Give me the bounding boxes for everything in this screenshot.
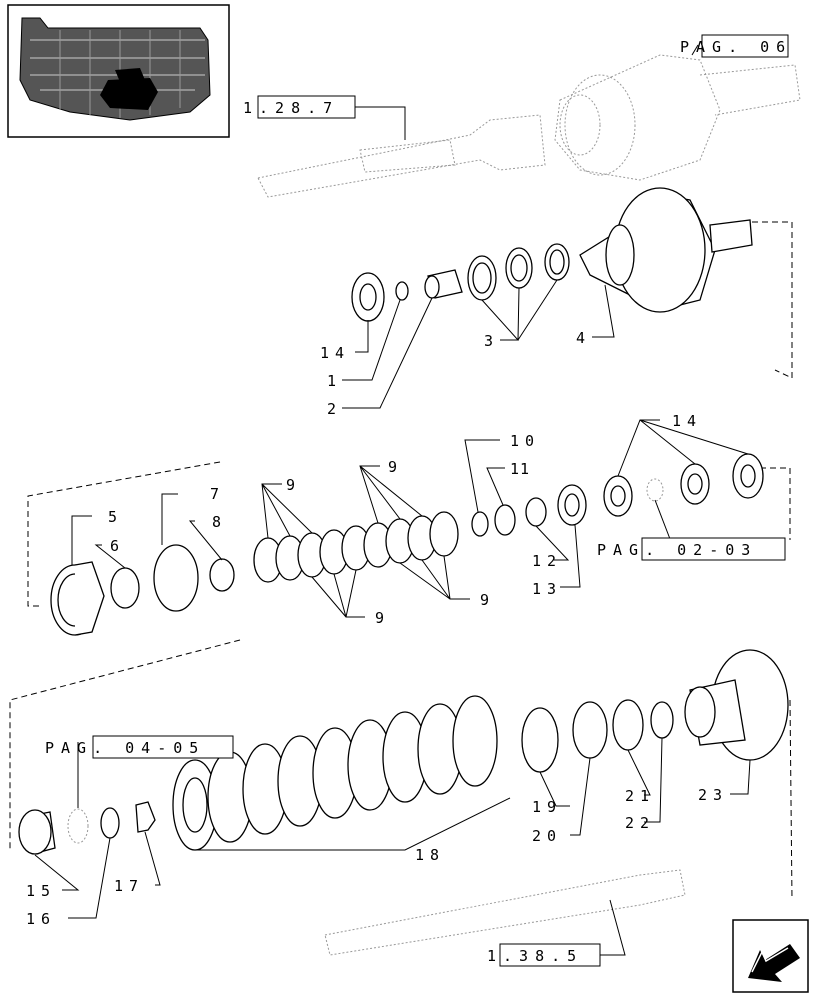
- label-4: 4: [576, 329, 591, 347]
- reference-box-1-28-7[interactable]: 1.28.7: [243, 95, 356, 119]
- label-15: 15: [26, 882, 56, 900]
- seal-ring-6: [110, 567, 140, 609]
- reference-text-pag-02-03: PAG. 02-03: [597, 541, 757, 559]
- clutch-disc-pack-18: [172, 695, 498, 851]
- group-outline-middle: [27, 461, 791, 607]
- ring-22: [650, 701, 674, 739]
- reference-text-pag-06: PAG. 06: [680, 38, 792, 56]
- label-22: 22: [625, 814, 655, 832]
- bushing-2: [424, 269, 463, 299]
- label-17: 17: [114, 877, 144, 895]
- label-23: 23: [698, 786, 728, 804]
- gear-plate-19: [521, 707, 559, 773]
- gear-hub-23: [684, 649, 789, 761]
- label-11: 11: [510, 460, 530, 478]
- label-7: 7: [210, 485, 225, 503]
- transmission-thumbnail-icon: [7, 4, 230, 138]
- label-3: 3: [484, 332, 499, 350]
- label-14-middle: 14: [672, 412, 702, 430]
- snap-ring-16: [100, 807, 120, 839]
- label-2: 2: [327, 400, 342, 418]
- washer-12: [525, 497, 547, 527]
- bearing-13: [557, 484, 587, 526]
- label-6: 6: [110, 537, 125, 555]
- piston-ring-7: [153, 544, 199, 612]
- thrust-washer-11: [494, 504, 516, 536]
- ring-21: [612, 699, 644, 751]
- label-18: 18: [415, 846, 445, 864]
- bearing-14-upper: [351, 272, 385, 322]
- seal-ring-8: [209, 558, 235, 592]
- reference-text-pag-04-05: PAG. 04-05: [45, 739, 205, 757]
- shim-pag-04-05: [67, 808, 89, 844]
- reference-box-pag-04-05[interactable]: PAG. 04-05: [45, 735, 234, 759]
- label-8: 8: [212, 513, 227, 531]
- label-5: 5: [108, 508, 123, 526]
- label-16: 16: [26, 910, 56, 928]
- leader-lines: [34, 44, 751, 956]
- label-9-c: 9: [375, 609, 390, 627]
- bushing-17: [135, 801, 156, 833]
- label-9-b: 9: [388, 458, 403, 476]
- snap-ring-1: [395, 281, 409, 301]
- label-14-upper: 14: [320, 344, 350, 362]
- reference-text-1-28-7: 1.28.7: [243, 99, 339, 117]
- bearings-14-middle: [603, 453, 764, 517]
- bearing-cup-15: [18, 809, 56, 855]
- label-12: 12: [532, 552, 562, 570]
- reference-text-1-38-5: 1.38.5: [487, 947, 583, 965]
- group-outline-upper: [752, 221, 793, 379]
- label-19: 19: [532, 798, 562, 816]
- reference-box-pag-02-03[interactable]: PAG. 02-03: [597, 537, 786, 561]
- reference-box-pag-06[interactable]: PAG. 06: [680, 34, 792, 58]
- label-10: 10: [510, 432, 540, 450]
- group-outline-lower: [9, 639, 793, 901]
- label-20: 20: [532, 827, 562, 845]
- item-labels: 14 1 2 3 4 5 6 7 8 9 9 9 9 10 11 12 13 1…: [26, 329, 728, 928]
- label-1: 1: [327, 372, 342, 390]
- label-21: 21: [625, 787, 655, 805]
- label-9-a: 9: [286, 476, 301, 494]
- snap-ring-20: [572, 701, 608, 759]
- snap-ring-10: [471, 511, 489, 537]
- arrow-back-icon[interactable]: [732, 919, 809, 993]
- output-shaft-ghost: [324, 869, 686, 956]
- clutch-drum-5: [50, 561, 105, 636]
- input-shaft-ghost: [257, 54, 801, 198]
- reference-box-1-38-5[interactable]: 1.38.5: [487, 943, 601, 967]
- label-13: 13: [532, 580, 562, 598]
- gear-shaft-4: [579, 187, 753, 313]
- label-9-d: 9: [480, 591, 495, 609]
